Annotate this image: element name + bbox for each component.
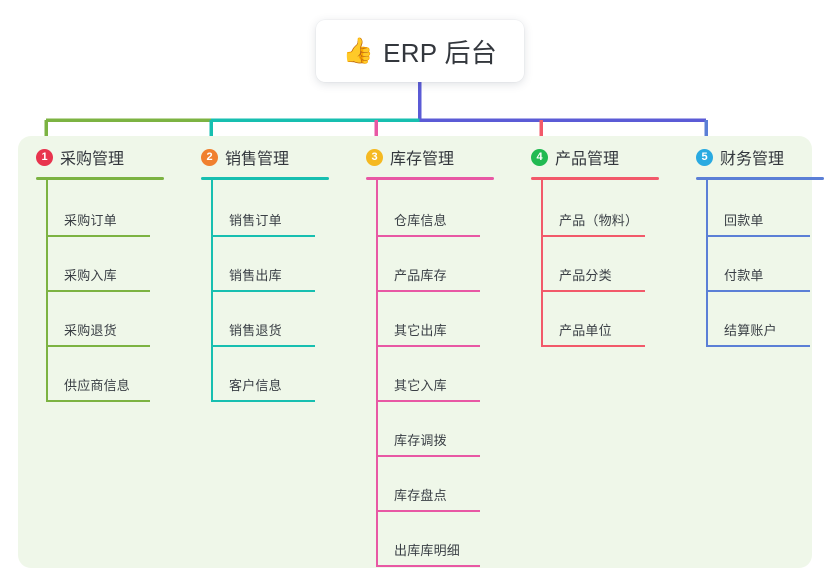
leaf-underline [211,345,315,347]
leaf-node[interactable]: 结算账户 [706,305,810,347]
branch-title-2: 销售管理 [225,151,290,168]
leaf-node[interactable]: 出库库明细 [376,525,480,567]
leaf-label: 产品分类 [559,268,612,283]
leaf-label: 采购订单 [64,213,117,228]
branch-header-2[interactable]: 2 销售管理 [192,140,357,174]
leaf-node[interactable]: 回款单 [706,195,810,237]
root-node-content: 👍 ERP 后台 [343,33,497,70]
leaf-underline [541,290,645,292]
leaf-underline [541,345,645,347]
branch-header-1[interactable]: 1 采购管理 [27,140,192,174]
leaf-underline [376,290,480,292]
leaf-node[interactable]: 供应商信息 [46,360,150,402]
leaf-underline [46,235,150,237]
leaf-label: 供应商信息 [64,378,131,393]
branch-header-4[interactable]: 4 产品管理 [522,140,687,174]
branch-underline-5 [696,177,824,180]
branch-badge-4: 4 [531,148,548,166]
leaf-node[interactable]: 销售订单 [211,195,315,237]
branch-underline-2 [201,177,329,180]
leaf-node[interactable]: 采购订单 [46,195,150,237]
branch-header-5[interactable]: 5 财务管理 [687,140,839,174]
leaf-underline [211,400,315,402]
branch-title-4: 产品管理 [555,151,620,168]
leaf-underline [376,400,480,402]
branch-panel [18,136,812,568]
leaf-underline [376,345,480,347]
leaf-underline [706,290,810,292]
leaf-node[interactable]: 客户信息 [211,360,315,402]
leaf-underline [376,455,480,457]
leaf-node[interactable]: 其它出库 [376,305,480,347]
leaf-label: 结算账户 [724,323,777,338]
leaf-label: 销售退货 [229,323,282,338]
leaf-label: 仓库信息 [394,213,447,228]
leaf-node[interactable]: 销售退货 [211,305,315,347]
leaf-underline [46,345,150,347]
branch-spine-4 [541,180,543,347]
leaf-label: 客户信息 [229,378,282,393]
branch-badge-5: 5 [696,148,713,166]
branch-title-3: 库存管理 [390,151,455,168]
leaf-label: 其它出库 [394,323,447,338]
leaf-underline [706,235,810,237]
branch-title-5: 财务管理 [720,151,785,168]
leaf-underline [211,290,315,292]
branch-spine-5 [706,180,708,347]
branch-underline-3 [366,177,494,180]
leaf-underline [211,235,315,237]
branch-badge-2: 2 [201,148,218,166]
leaf-underline [541,235,645,237]
leaf-underline [46,400,150,402]
leaf-label: 出库库明细 [394,543,461,558]
leaf-node[interactable]: 采购入库 [46,250,150,292]
leaf-node[interactable]: 销售出库 [211,250,315,292]
branch-badge-3: 3 [366,148,383,166]
leaf-node[interactable]: 付款单 [706,250,810,292]
leaf-label: 产品（物料） [559,213,639,228]
leaf-label: 产品库存 [394,268,447,283]
leaf-underline [376,565,480,567]
leaf-label: 付款单 [724,268,764,283]
branch-column-3: 3 库存管理仓库信息产品库存其它出库其它入库库存调拨库存盘点出库库明细 [357,140,522,567]
root-node[interactable]: 👍 ERP 后台 [316,20,524,82]
leaf-label: 库存盘点 [394,488,447,503]
branch-badge-1: 1 [36,148,53,166]
branch-column-4: 4 产品管理产品（物料） 产品分类产品单位 [522,140,687,347]
leaf-node[interactable]: 产品库存 [376,250,480,292]
leaf-label: 采购退货 [64,323,117,338]
branch-column-1: 1 采购管理采购订单采购入库采购退货供应商信息 [27,140,192,402]
leaf-node[interactable]: 其它入库 [376,360,480,402]
leaf-node[interactable]: 库存调拨 [376,415,480,457]
leaf-label: 销售订单 [229,213,282,228]
leaf-node[interactable]: 产品（物料） [541,195,645,237]
leaf-underline [376,510,480,512]
branch-header-3[interactable]: 3 库存管理 [357,140,522,174]
leaf-underline [376,235,480,237]
leaf-node[interactable]: 产品单位 [541,305,645,347]
leaf-label: 销售出库 [229,268,282,283]
leaf-label: 其它入库 [394,378,447,393]
branch-underline-4 [531,177,659,180]
leaf-label: 库存调拨 [394,433,447,448]
branch-column-2: 2 销售管理销售订单销售出库销售退货客户信息 [192,140,357,402]
leaf-node[interactable]: 产品分类 [541,250,645,292]
leaf-node[interactable]: 采购退货 [46,305,150,347]
leaf-node[interactable]: 仓库信息 [376,195,480,237]
root-title: ERP 后台 [383,37,498,68]
leaf-underline [706,345,810,347]
thumbs-up-icon: 👍 [342,36,375,65]
leaf-node[interactable]: 库存盘点 [376,470,480,512]
branch-underline-1 [36,177,164,180]
branch-spine-3 [376,180,378,567]
leaf-label: 产品单位 [559,323,612,338]
leaf-underline [46,290,150,292]
leaf-label: 采购入库 [64,268,117,283]
leaf-label: 回款单 [724,213,764,228]
branch-column-5: 5 财务管理回款单付款单结算账户 [687,140,839,347]
branch-title-1: 采购管理 [60,151,125,168]
